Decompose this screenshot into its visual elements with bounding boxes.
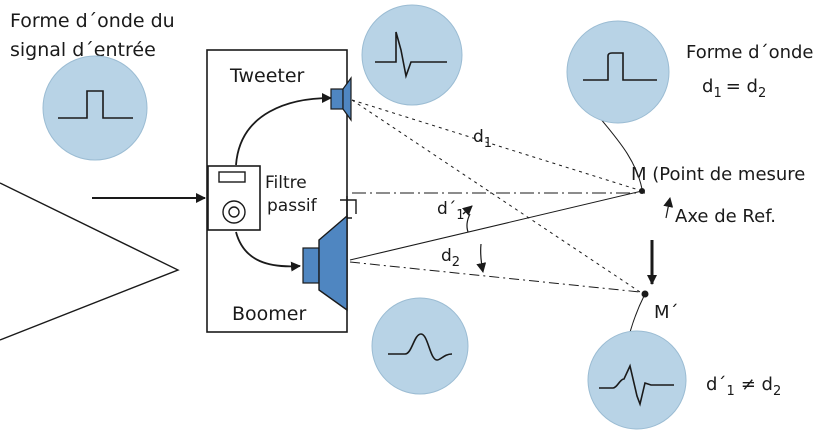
point-m-label: M (Point de mesure — [631, 164, 805, 185]
filter-resistor — [218, 171, 246, 183]
distorted-pulse — [599, 363, 674, 407]
angle-tick-upper — [461, 205, 473, 216]
tweeter-horn — [342, 76, 352, 122]
filter-to-tweeter-arrow — [235, 93, 332, 166]
label-d2: d2 — [441, 246, 460, 270]
bubble — [371, 297, 469, 395]
tweeter-driver — [330, 76, 352, 122]
path-d1 — [351, 99, 643, 192]
passive-filter: Filtre passif — [207, 165, 318, 231]
boomer-waveform-bubble — [371, 297, 469, 395]
equal-title: Forme d´onde — [686, 42, 814, 63]
amplifier-triangle — [0, 182, 180, 341]
smooth-pulse — [388, 333, 453, 361]
unequal-waveform-bubble — [587, 330, 687, 430]
label-d1: d1 — [473, 127, 492, 151]
rectangular-pulse — [58, 90, 133, 119]
bubble — [566, 20, 670, 124]
differentiated-pulse — [375, 31, 447, 80]
label-d1-prime: d´1 — [437, 199, 465, 223]
boomer-cone — [318, 214, 348, 312]
angle-arc-upper — [466, 213, 471, 233]
path-d2-prime — [349, 261, 641, 293]
axis-ref-label: Axe de Ref. — [675, 206, 776, 227]
filter-to-boomer-arrow — [235, 231, 301, 272]
filter-label-line1: Filtre — [265, 173, 307, 193]
boomer-magnet — [302, 247, 320, 284]
input-waveform-bubble — [42, 55, 148, 161]
point-m-prime-label: M´ — [654, 302, 679, 323]
input-label-line2: signal d´entrée — [10, 39, 156, 61]
pulse-preserved — [583, 52, 657, 81]
boomer-label: Boomer — [232, 303, 306, 325]
bubble — [42, 55, 148, 161]
angle-arc-lower — [476, 243, 487, 273]
equal-waveform-bubble — [566, 20, 670, 124]
tweeter-label: Tweeter — [229, 65, 305, 87]
axis-ref-arrow — [663, 197, 674, 219]
filter-label-line2: passif — [267, 196, 318, 216]
filter-coil-inner — [228, 206, 240, 218]
path-d1-prime — [351, 99, 641, 293]
path-d2 — [349, 190, 643, 261]
tweeter-magnet — [330, 88, 344, 110]
filter-box — [207, 165, 261, 231]
bubble — [587, 330, 687, 430]
point-m — [639, 188, 645, 194]
leader-equal — [599, 117, 643, 190]
equal-relation: d1= d2 — [702, 76, 766, 101]
filter-coil-outer — [222, 200, 246, 224]
boomer-driver — [302, 214, 348, 312]
unequal-relation: d´1≠ d2 — [706, 374, 781, 399]
point-m-prime — [641, 290, 649, 298]
input-label-line1: Forme d´onde du — [10, 10, 175, 32]
baffle-notch — [340, 199, 357, 214]
tweeter-waveform-bubble — [361, 4, 463, 106]
bubble — [361, 4, 463, 106]
